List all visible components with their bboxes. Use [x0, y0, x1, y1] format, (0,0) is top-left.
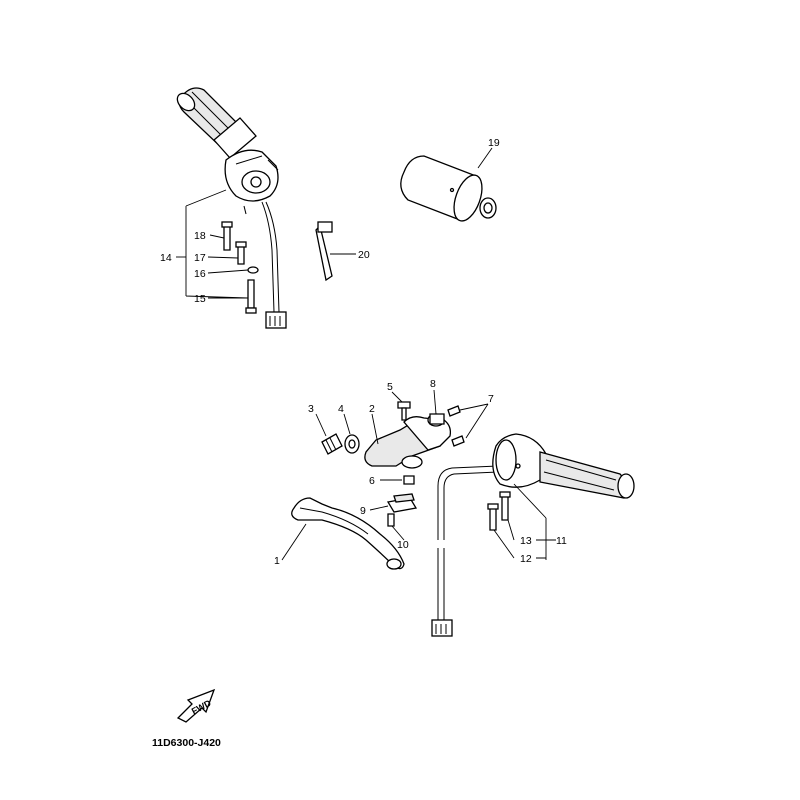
- callout-2: 2: [369, 403, 375, 415]
- right-grip-and-switch-assembly: [431, 433, 635, 637]
- callout-13: 13: [520, 535, 532, 547]
- brake-switch-part-9: [386, 493, 418, 513]
- screw-part-17: [235, 241, 247, 265]
- bolt-part-5: [397, 401, 411, 421]
- lever-holder-part-2: [364, 413, 452, 469]
- callout-15: 15: [194, 293, 206, 305]
- callout-10: 10: [397, 539, 409, 551]
- callout-4: 4: [338, 403, 344, 415]
- washer-part-16: [247, 266, 259, 274]
- left-grip-and-switch-assembly: [176, 87, 287, 329]
- callout-20: 20: [358, 249, 370, 261]
- drawing-code: 11D6300-J420: [152, 737, 221, 749]
- callout-1: 1: [274, 555, 280, 567]
- wire-band-part-20: [315, 221, 333, 282]
- callout-8: 8: [430, 378, 436, 390]
- callout-3: 3: [308, 403, 314, 415]
- callout-5: 5: [387, 381, 393, 393]
- forward-direction-arrow-icon: FWD: [176, 688, 216, 723]
- callout-14: 14: [160, 252, 172, 264]
- brake-lever-part-1: [291, 497, 405, 570]
- nut-part-4: [344, 434, 360, 454]
- screw-part-10: [387, 513, 395, 527]
- holder-part-8: [429, 413, 445, 425]
- callout-11: 11: [556, 535, 567, 547]
- nut-part-6: [403, 475, 415, 485]
- callout-9: 9: [360, 505, 366, 517]
- callout-6: 6: [369, 475, 375, 487]
- callout-16: 16: [194, 268, 206, 280]
- screw-part-15: [245, 279, 257, 314]
- callout-7: 7: [488, 393, 494, 405]
- screws-part-7: [447, 405, 465, 447]
- handlebar-end-weight-part-19: [400, 155, 497, 222]
- adjuster-part-3: [321, 433, 343, 455]
- callout-18: 18: [194, 230, 206, 242]
- callout-12: 12: [520, 553, 532, 565]
- callout-17: 17: [194, 252, 206, 264]
- screw-part-18: [221, 221, 233, 251]
- screw-part-13: [499, 491, 511, 521]
- screw-part-12: [487, 503, 499, 531]
- callout-19: 19: [488, 137, 500, 149]
